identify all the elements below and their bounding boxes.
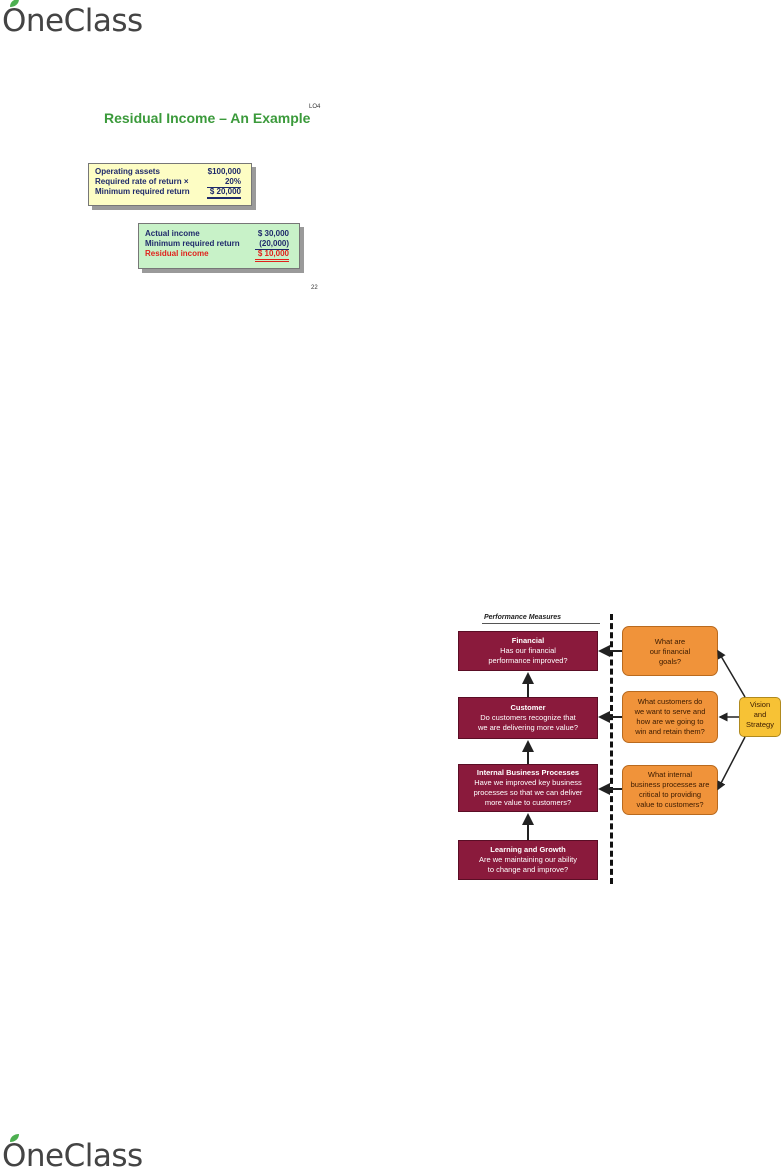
arrow-vision-to-processes — [717, 736, 746, 791]
min-return-table: Operating assets $100,000 Required rate … — [88, 163, 252, 206]
table-row: Residual income $ 10,000 — [145, 249, 293, 262]
goal-customer: What customers do we want to serve and h… — [622, 691, 718, 743]
measure-learning-and-growth: Learning and Growth Are we maintaining o… — [458, 840, 598, 880]
leaf-icon — [10, 0, 19, 7]
slide-page-number: 22 — [311, 285, 318, 291]
table-row: Minimum required return $ 20,000 — [95, 187, 245, 199]
header-underline — [482, 623, 600, 624]
leaf-icon — [10, 1134, 19, 1142]
arrow-vision-to-financial — [717, 649, 746, 698]
goal-internal-processes: What internal business processes are cri… — [622, 765, 718, 815]
oneclass-logo-bottom: OneClass — [2, 1134, 143, 1174]
brand-name: OneClass — [2, 3, 143, 39]
measure-internal-business-processes: Internal Business Processes Have we impr… — [458, 764, 598, 812]
lo-tag: LO4 — [309, 104, 321, 110]
residual-income-table: Actual income $ 30,000 Minimum required … — [138, 223, 300, 269]
slide-title: Residual Income – An Example — [104, 110, 311, 126]
measure-customer: Customer Do customers recognize that we … — [458, 697, 598, 739]
table-row: Operating assets $100,000 — [95, 167, 241, 176]
vision-and-strategy: Vision and Strategy — [739, 697, 781, 737]
table-row: Required rate of return × 20% — [95, 177, 241, 188]
table-row: Minimum required return (20,000) — [145, 239, 289, 250]
performance-measures-header: Performance Measures — [484, 614, 562, 621]
measure-financial: Financial Has our financial performance … — [458, 631, 598, 671]
oneclass-logo-top: OneClass — [2, 0, 143, 39]
brand-name: OneClass — [2, 1138, 143, 1174]
dashed-divider — [610, 614, 613, 884]
table-row: Actual income $ 30,000 — [145, 229, 289, 238]
